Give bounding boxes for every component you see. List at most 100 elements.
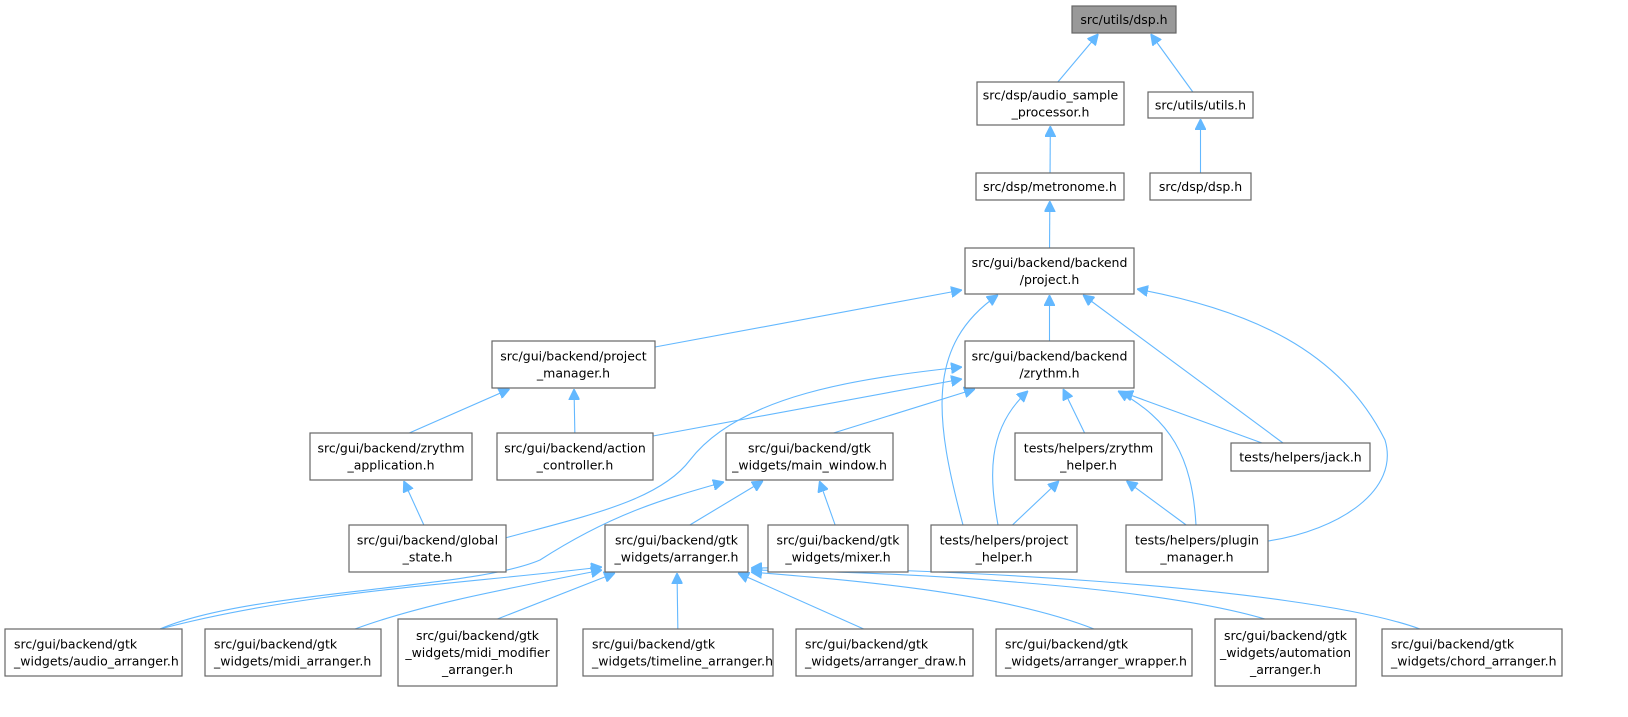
node-box	[1014, 432, 1163, 481]
node-box	[204, 628, 382, 677]
node-src-gui-backend-backend-zrythm-h[interactable]: src/gui/backend/backend/zrythm.h	[964, 340, 1135, 389]
node-src-gui-backend-gtk-widgets-chord-arranger-h[interactable]: src/gui/backend/gtk_widgets/chord_arrang…	[1381, 628, 1563, 677]
node-box	[976, 81, 1125, 126]
node-src-gui-backend-action-controller-h[interactable]: src/gui/backend/action_controller.h	[496, 432, 654, 481]
node-src-gui-backend-gtk-widgets-arranger-draw-h[interactable]: src/gui/backend/gtk _widgets/arranger_dra…	[795, 628, 974, 677]
node-label-line: _widgets/audio_arranger.h	[13, 654, 179, 669]
node-box	[1149, 172, 1252, 201]
node-src-gui-backend-gtk-widgets-arranger-wrapper-h[interactable]: src/gui/backend/gtk _widgets/arranger_wra…	[995, 628, 1193, 677]
node-src-utils-dsp-h[interactable]: src/utils/dsp.h	[1071, 5, 1177, 34]
node-label-line: src/dsp/dsp.h	[1159, 179, 1242, 194]
edge-tests-helpers-jack-h-to-src-gui-backend-backend-zrythm-h	[1122, 392, 1263, 444]
node-src-gui-backend-gtk-widgets-midi-modifier-arranger-h[interactable]: src/gui/backend/gtk _widgets/midi_modifie…	[397, 618, 558, 687]
node-box	[1230, 442, 1371, 472]
node-box	[964, 340, 1135, 389]
edge-src-gui-backend-zrythm-application-h-to-src-gui-backend-project-manager-h	[409, 389, 509, 434]
node-label-line: _manager.h	[1159, 550, 1233, 565]
node-label-line: _widgets/midi_modifier	[404, 645, 550, 660]
node-src-gui-backend-project-manager-h[interactable]: src/gui/backend/project_manager.h	[491, 340, 656, 389]
node-src-gui-backend-backend-project-h[interactable]: src/gui/backend/backend/project.h	[964, 247, 1135, 295]
node-box	[930, 524, 1078, 573]
node-src-gui-backend-gtk-widgets-timeline-arranger-h[interactable]: src/gui/backend/gtk _widgets/timeline_arr…	[582, 628, 774, 677]
node-box	[1125, 524, 1269, 573]
node-tests-helpers-plugin-manager-h[interactable]: tests/helpers/plugin _manager.h	[1125, 524, 1269, 573]
node-label-line: _widgets/main_window.h	[731, 458, 887, 473]
node-label-line: src/gui/backend/gtk	[805, 637, 929, 652]
node-box	[582, 628, 774, 677]
node-tests-helpers-jack-h[interactable]: tests/helpers/jack.h	[1230, 442, 1371, 472]
edge-tests-helpers-project-helper-h-to-src-gui-backend-backend-project-h	[941, 295, 998, 526]
node-label-line: src/gui/backend/gtk	[776, 533, 900, 548]
node-box	[348, 524, 507, 573]
node-label-line: tests/helpers/plugin	[1135, 533, 1259, 548]
edge-src-gui-backend-project-manager-h-to-src-gui-backend-backend-project-h	[654, 290, 962, 348]
node-label-line: src/gui/backend/zrythm	[317, 441, 464, 456]
node-tests-helpers-project-helper-h[interactable]: tests/helpers/project_helper.h	[930, 524, 1078, 573]
node-src-gui-backend-gtk-widgets-automation-arranger-h[interactable]: src/gui/backend/gtk _widgets/automation _a…	[1214, 618, 1357, 687]
node-src-dsp-dsp-h[interactable]: src/dsp/dsp.h	[1149, 172, 1252, 201]
node-src-gui-backend-gtk-widgets-audio-arranger-h[interactable]: src/gui/backend/gtk _widgets/audio_arrang…	[4, 628, 183, 677]
node-src-dsp-audio-sample-processor-h[interactable]: src/dsp/audio_sample_processor.h	[976, 81, 1125, 126]
nodes-layer: src/utils/dsp.h src/dsp/audio_sample_proc…	[4, 5, 1563, 687]
node-box	[491, 340, 656, 389]
node-src-gui-backend-global-state-h[interactable]: src/gui/backend/global_state.h	[348, 524, 507, 573]
node-box	[725, 432, 894, 481]
node-label-line: /project.h	[1020, 272, 1080, 287]
node-label-line: src/gui/backend/global	[357, 533, 498, 548]
node-label-line: _widgets/arranger_draw.h	[804, 654, 966, 669]
node-box	[496, 432, 654, 481]
edge-tests-helpers-project-helper-h-to-tests-helpers-zrythm-helper-h	[1012, 481, 1058, 526]
node-box	[397, 618, 558, 687]
node-label-line: src/gui/backend/gtk	[214, 637, 338, 652]
node-label-line: src/gui/backend/gtk	[748, 441, 872, 456]
edge-src-gui-backend-gtk-widgets-arranger-draw-h-to-src-gui-backend-gtk-widgets-arranger-h	[738, 573, 864, 630]
node-label-line: src/gui/backend/gtk	[1224, 628, 1348, 643]
edge-src-gui-backend-gtk-widgets-main-window-h-to-src-gui-backend-backend-zrythm-h	[833, 389, 976, 434]
node-src-gui-backend-zrythm-application-h[interactable]: src/gui/backend/zrythm _application.h	[309, 432, 473, 481]
node-box	[4, 628, 183, 677]
edge-tests-helpers-plugin-manager-h-to-src-gui-backend-backend-zrythm-h	[1118, 391, 1197, 526]
node-label-line: _arranger.h	[441, 662, 513, 677]
node-src-gui-backend-gtk-widgets-midi-arranger-h[interactable]: src/gui/backend/gtk_widgets/midi_arrange…	[204, 628, 382, 677]
edge-tests-helpers-project-helper-h-to-src-gui-backend-backend-zrythm-h	[992, 391, 1028, 526]
node-label-line: src/gui/backend/gtk	[592, 637, 716, 652]
edge-src-gui-backend-gtk-widgets-midi-modifier-arranger-h-to-src-gui-backend-gtk-widgets-arranger-h	[497, 573, 615, 620]
node-label-line: src/utils/dsp.h	[1080, 12, 1167, 27]
edge-src-gui-backend-gtk-widgets-timeline-arranger-h-to-src-gui-backend-gtk-widgets-arranger-h	[677, 573, 678, 630]
edge-src-gui-backend-global-state-h-to-src-gui-backend-zrythm-application-h	[404, 481, 425, 526]
node-label-line: src/gui/backend/gtk	[1391, 637, 1515, 652]
node-label-line: tests/helpers/jack.h	[1239, 450, 1361, 465]
node-src-gui-backend-gtk-widgets-arranger-h[interactable]: src/gui/backend/gtk_widgets/arranger.h	[604, 524, 749, 573]
node-label-line: _arranger.h	[1249, 662, 1321, 677]
node-label-line: src/gui/backend/gtk	[416, 628, 540, 643]
edge-src-gui-backend-global-state-h-to-src-gui-backend-backend-zrythm-h	[504, 367, 962, 539]
node-label-line: _widgets/automation	[1219, 645, 1351, 660]
node-label-line: _manager.h	[536, 366, 610, 381]
node-label-line: tests/helpers/project	[940, 533, 1069, 548]
node-src-gui-backend-gtk-widgets-main-window-h[interactable]: src/gui/backend/gtk _widgets/main_window.…	[725, 432, 894, 481]
node-label-line: src/gui/backend/action	[504, 441, 646, 456]
node-label-line: _widgets/timeline_arranger.h	[591, 654, 773, 669]
node-src-gui-backend-gtk-widgets-mixer-h[interactable]: src/gui/backend/gtk_widgets/mixer.h	[767, 524, 909, 573]
node-label-line: src/dsp/metronome.h	[983, 179, 1117, 194]
node-label-line: src/gui/backend/gtk	[14, 637, 138, 652]
edge-src-gui-backend-gtk-widgets-mixer-h-to-src-gui-backend-gtk-widgets-main-window-h	[819, 481, 836, 526]
edge-src-gui-backend-gtk-widgets-audio-arranger-h-to-src-gui-backend-gtk-widgets-arranger-h	[159, 567, 602, 630]
node-src-dsp-metronome-h[interactable]: src/dsp/metronome.h	[975, 172, 1125, 201]
edge-src-gui-backend-action-controller-h-to-src-gui-backend-backend-zrythm-h	[652, 379, 962, 437]
edge-src-gui-backend-gtk-widgets-arranger-h-to-src-gui-backend-gtk-widgets-main-window-h	[689, 481, 763, 526]
edge-src-gui-backend-gtk-widgets-audio-arranger-h-to-src-gui-backend-gtk-widgets-main-window-h	[159, 482, 724, 630]
node-label-line: src/gui/backend/backend	[972, 255, 1128, 270]
node-tests-helpers-zrythm-helper-h[interactable]: tests/helpers/zrythm_helper.h	[1014, 432, 1163, 481]
edge-src-gui-backend-gtk-widgets-arranger-wrapper-h-to-src-gui-backend-gtk-widgets-arranger-h	[751, 572, 1095, 630]
node-box	[309, 432, 473, 481]
node-label-line: src/dsp/audio_sample	[983, 88, 1119, 103]
node-label-line: src/gui/backend/gtk	[1005, 637, 1129, 652]
node-label-line: _widgets/arranger_wrapper.h	[1004, 654, 1187, 669]
node-label-line: _widgets/arranger.h	[614, 550, 739, 565]
node-src-utils-utils-h[interactable]: src/utils/utils.h	[1147, 91, 1254, 119]
node-label-line: _helper.h	[1059, 458, 1117, 473]
node-label-line: _application.h	[346, 458, 434, 473]
node-box	[767, 524, 909, 573]
